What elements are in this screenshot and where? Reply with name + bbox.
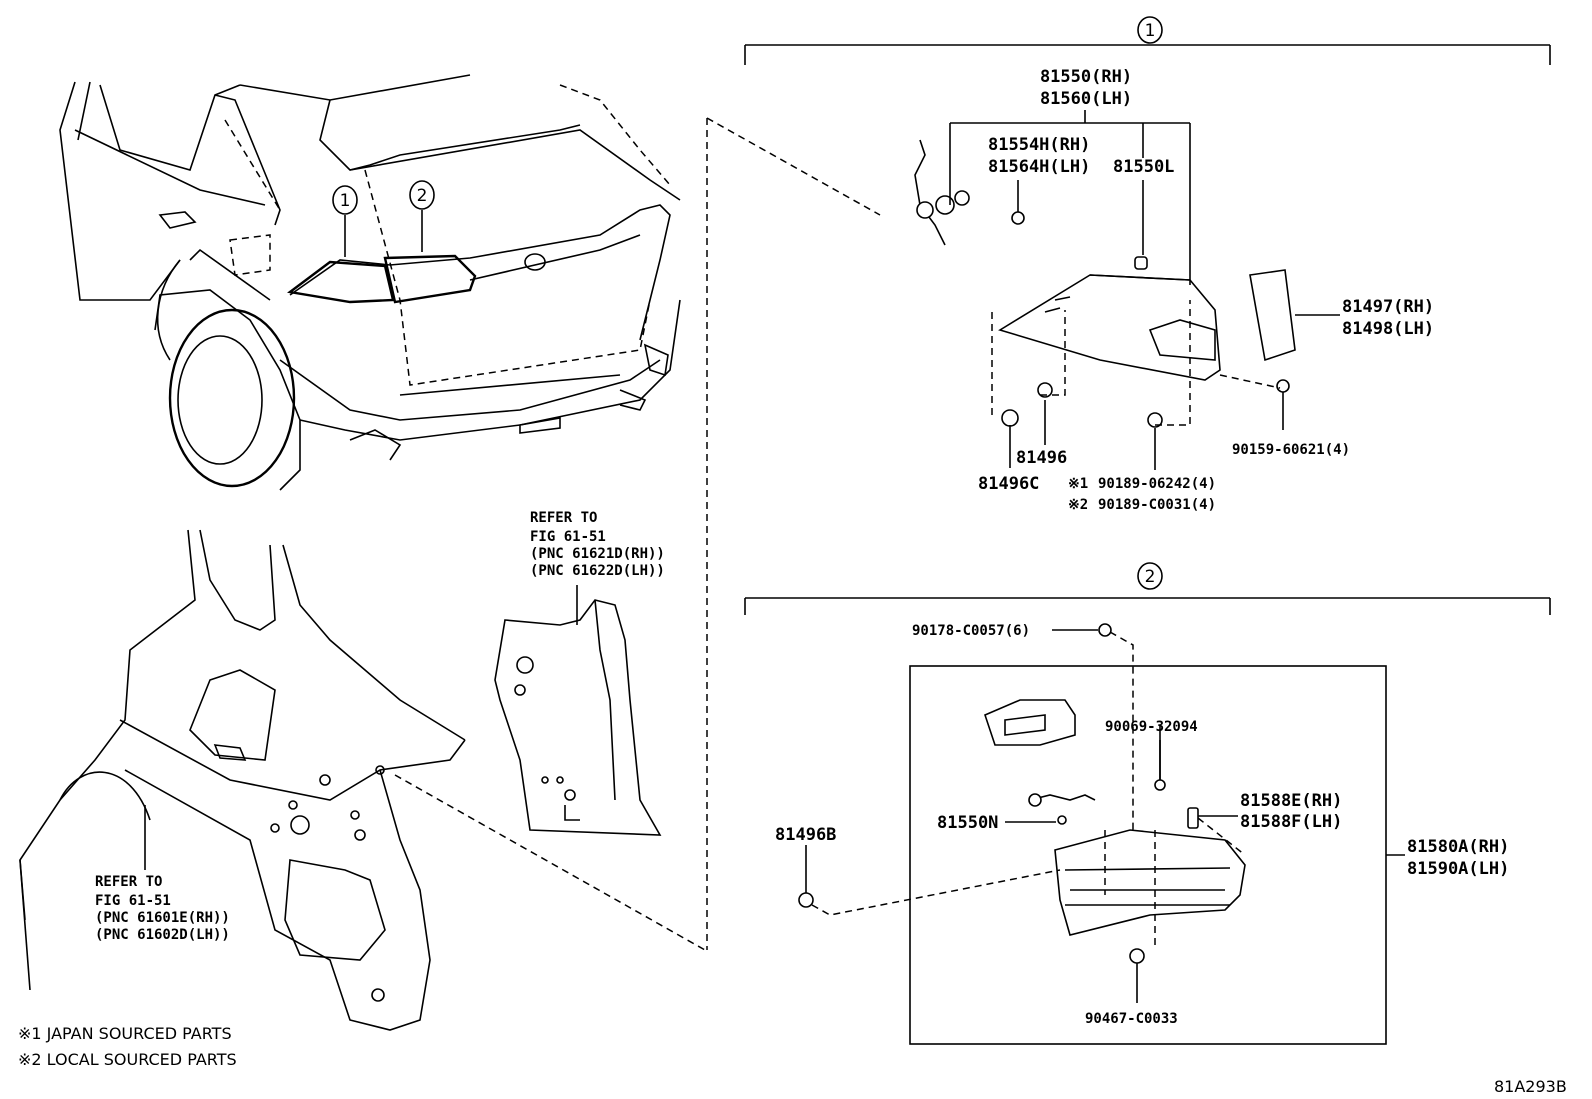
- label-81550l: 81550L: [1113, 157, 1174, 177]
- label-81496c: 81496C: [978, 474, 1039, 494]
- label-81496b: 81496B: [775, 825, 836, 845]
- label-90069-32094: 90069-32094: [1105, 719, 1198, 735]
- ref2-line4: (PNC 61602D(LH)): [95, 927, 230, 943]
- label-81588f-lh: 81588F(LH): [1240, 812, 1342, 832]
- group-2-frame: 2: [744, 562, 1551, 1045]
- label-90159-60621: 90159-60621(4): [1232, 442, 1350, 458]
- label-81580a-rh: 81580A(RH): [1407, 837, 1509, 857]
- label-81498-lh: 81498(LH): [1342, 319, 1434, 339]
- label-90189-c0031: 90189-C0031(4): [1098, 497, 1216, 513]
- ref1-line2: FIG 61-51: [530, 529, 606, 545]
- group-1-labels: 81550(RH) 81560(LH) 81554H(RH) 81564H(LH…: [978, 67, 1434, 513]
- label-81560-lh: 81560(LH): [1040, 89, 1132, 109]
- callout-2-label: 2: [417, 186, 428, 206]
- ref1-line1: REFER TO: [530, 510, 597, 526]
- ref2-line3: (PNC 61601E(RH)): [95, 910, 230, 926]
- label-90467-c0033: 90467-C0033: [1085, 1011, 1178, 1027]
- ref1-line4: (PNC 61622D(LH)): [530, 563, 665, 579]
- quarter-panel-illustration: [19, 529, 706, 1031]
- ref1-line3: (PNC 61621D(RH)): [530, 546, 665, 562]
- label-81590a-lh: 81590A(LH): [1407, 859, 1509, 879]
- label-81564h-lh: 81564H(LH): [988, 157, 1090, 177]
- group-1-parts: [914, 110, 1340, 470]
- mark-1: ※1: [1068, 476, 1088, 492]
- inner-panel-illustration: [494, 585, 662, 836]
- callout-1-label: 1: [340, 191, 351, 211]
- reference-labels: REFER TO FIG 61-51 (PNC 61621D(RH)) (PNC…: [95, 510, 665, 943]
- label-90178-c0057: 90178-C0057(6): [912, 623, 1030, 639]
- group-1-callout: 1: [1145, 21, 1156, 41]
- footnotes: ※1 JAPAN SOURCED PARTS ※2 LOCAL SOURCED …: [18, 1024, 237, 1069]
- mark-2: ※2: [1068, 497, 1088, 513]
- label-81554h-rh: 81554H(RH): [988, 135, 1090, 155]
- ref2-line2: FIG 61-51: [95, 893, 171, 909]
- label-90189-06242: 90189-06242(4): [1098, 476, 1216, 492]
- label-81496: 81496: [1016, 448, 1067, 468]
- label-81588e-rh: 81588E(RH): [1240, 791, 1342, 811]
- label-81550n: 81550N: [937, 813, 998, 833]
- figure-id: 81A293B: [1494, 1077, 1567, 1096]
- group-2-callout: 2: [1145, 567, 1156, 587]
- group-2-labels: 90178-C0057(6) 90069-32094 81550N 81588E…: [775, 623, 1509, 1027]
- label-81497-rh: 81497(RH): [1342, 297, 1434, 317]
- ref2-line1: REFER TO: [95, 874, 162, 890]
- label-81550-rh: 81550(RH): [1040, 67, 1132, 87]
- group-1-frame: 1: [744, 16, 1551, 65]
- vehicle-rear-illustration: 1 2: [59, 74, 681, 491]
- group-2-parts: [798, 623, 1405, 1003]
- note-local-sourced: ※2 LOCAL SOURCED PARTS: [18, 1050, 237, 1069]
- note-japan-sourced: ※1 JAPAN SOURCED PARTS: [18, 1024, 232, 1043]
